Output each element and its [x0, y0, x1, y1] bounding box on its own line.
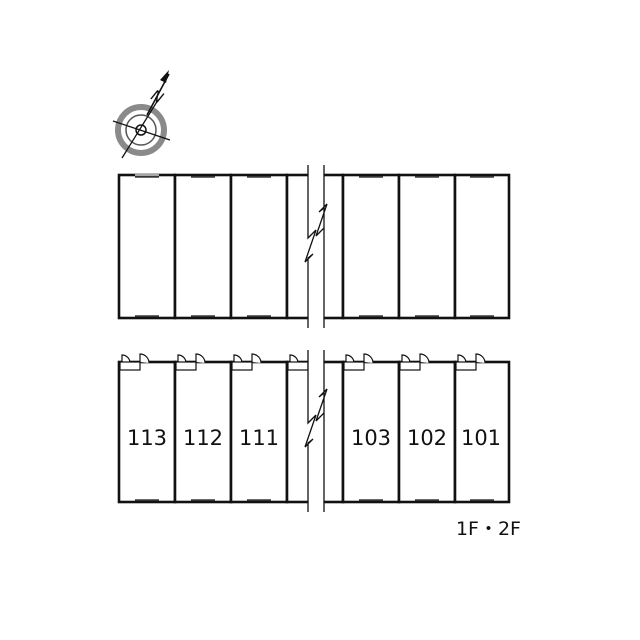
- upper-floor-row: [117, 160, 511, 330]
- upper-unit: [173, 173, 233, 320]
- unit-label: 103: [351, 426, 391, 450]
- break-line: [304, 165, 328, 328]
- unit-label: 112: [183, 426, 223, 450]
- door-icon: [175, 353, 206, 371]
- unit-label: 111: [239, 426, 279, 450]
- upper-unit: [453, 173, 511, 320]
- unit-112: [173, 360, 233, 504]
- upper-unit: [229, 173, 289, 320]
- unit-102: [397, 360, 457, 504]
- floor-label: 1F・2F: [456, 518, 521, 540]
- door-icon: [231, 353, 262, 371]
- upper-unit: [117, 173, 177, 320]
- unit-113: [117, 360, 177, 504]
- unit-101: [453, 360, 511, 504]
- upper-unit: [341, 173, 401, 320]
- lower-floor-row: 113 112 111 103 102 101: [117, 347, 511, 515]
- upper-unit: [397, 173, 457, 320]
- door-symbols: [119, 353, 486, 371]
- compass-rose-icon: N: [112, 70, 171, 159]
- break-line: [304, 350, 328, 512]
- unit-label: 113: [127, 426, 167, 450]
- door-icon: [399, 353, 430, 371]
- door-icon: [455, 353, 486, 371]
- unit-111: [229, 360, 289, 504]
- door-icon: [343, 353, 374, 371]
- unit-label: 102: [407, 426, 447, 450]
- compass-north-label: N: [148, 86, 166, 107]
- door-icon: [287, 354, 309, 371]
- unit-label: 101: [461, 426, 501, 450]
- door-icon: [119, 353, 150, 371]
